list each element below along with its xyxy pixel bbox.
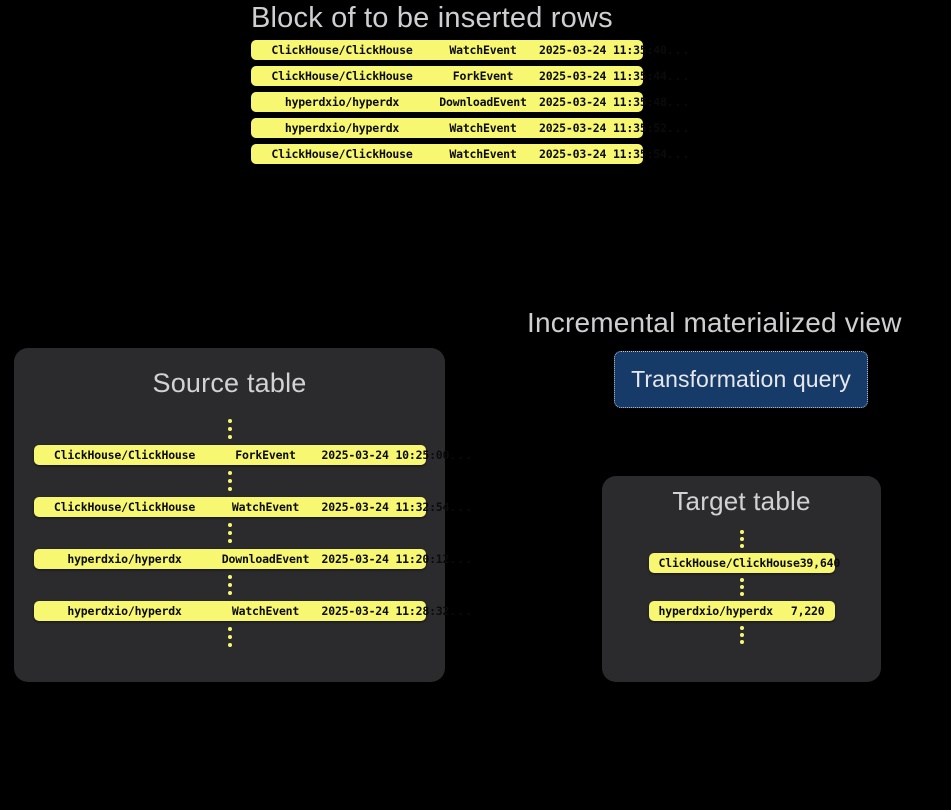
row-timestamp: 2025-03-24 11:28:32 <box>321 604 450 618</box>
transformation-query-box[interactable]: Transformation query <box>614 351 868 408</box>
table-row[interactable]: ClickHouse/ClickHouse WatchEvent 2025-03… <box>251 40 690 60</box>
row-more-ellipsis: ... <box>666 95 691 109</box>
row-repo: hyperdxio/hyperdx <box>67 552 182 566</box>
ellipsis-dots-icon <box>602 621 881 649</box>
source-table-title: Source table <box>152 368 307 398</box>
row-event: ForkEvent <box>235 448 296 462</box>
row-timestamp: 2025-03-24 11:35:44 <box>539 69 667 83</box>
table-row[interactable]: ClickHouse/ClickHouse 39,640 <box>648 553 840 573</box>
table-row[interactable]: ClickHouse/ClickHouse ForkEvent 2025-03-… <box>251 66 690 86</box>
row-repo: ClickHouse/ClickHouse <box>658 556 800 570</box>
target-table-title: Target table <box>672 486 811 516</box>
row-event: WatchEvent <box>449 147 517 161</box>
row-timestamp: 2025-03-24 11:35:52 <box>539 121 667 135</box>
row-timestamp: 2025-03-24 11:35:54 <box>539 147 667 161</box>
row-more-ellipsis: ... <box>666 43 691 57</box>
table-row[interactable]: hyperdxio/hyperdx DownloadEvent 2025-03-… <box>33 549 472 569</box>
row-more-ellipsis: ... <box>449 552 474 566</box>
transformation-query-label: Transformation query <box>631 366 851 392</box>
table-row[interactable]: hyperdxio/hyperdx WatchEvent 2025-03-24 … <box>251 118 690 138</box>
row-event: DownloadEvent <box>221 552 310 566</box>
row-repo: ClickHouse/ClickHouse <box>271 147 413 161</box>
row-event: WatchEvent <box>449 121 517 135</box>
row-more-ellipsis: ... <box>449 500 474 514</box>
row-timestamp: 2025-03-24 11:32:54 <box>321 500 450 514</box>
table-row[interactable]: ClickHouse/ClickHouse ForkEvent 2025-03-… <box>33 445 472 465</box>
ellipsis-dots-icon <box>14 465 445 497</box>
row-repo: hyperdxio/hyperdx <box>284 121 400 135</box>
row-timestamp: 2025-03-24 11:35:40 <box>539 43 667 57</box>
row-repo: ClickHouse/ClickHouse <box>53 500 196 514</box>
row-timestamp: 2025-03-24 11:35:48 <box>539 95 667 109</box>
row-more-ellipsis: ... <box>449 448 474 462</box>
materialized-view-heading: Incremental materialized view <box>527 307 902 338</box>
block-of-rows-list: ClickHouse/ClickHouse WatchEvent 2025-03… <box>251 40 690 164</box>
row-repo: ClickHouse/ClickHouse <box>53 448 196 462</box>
target-table-rows: ClickHouse/ClickHouse 39,640 hyperdxio/h… <box>602 525 881 649</box>
row-repo: hyperdxio/hyperdx <box>658 604 774 618</box>
table-row[interactable]: hyperdxio/hyperdx WatchEvent 2025-03-24 … <box>33 601 472 621</box>
row-event: DownloadEvent <box>439 95 527 109</box>
ellipsis-dots-icon <box>14 413 445 445</box>
ellipsis-dots-icon <box>602 573 881 601</box>
row-more-ellipsis: ... <box>449 604 474 618</box>
table-row[interactable]: ClickHouse/ClickHouse WatchEvent 2025-03… <box>33 497 472 517</box>
table-row[interactable]: hyperdxio/hyperdx 7,220 <box>648 601 835 621</box>
row-repo: ClickHouse/ClickHouse <box>271 69 413 83</box>
row-more-ellipsis: ... <box>666 69 691 83</box>
row-repo: ClickHouse/ClickHouse <box>271 43 413 57</box>
block-of-rows-heading: Block of to be inserted rows <box>251 2 613 34</box>
target-table-panel: Target table ClickHouse/ClickHouse 39,64… <box>602 476 881 682</box>
source-table-panel: Source table ClickHouse/ClickHouse ForkE… <box>14 348 472 682</box>
row-event: WatchEvent <box>231 500 300 514</box>
row-event: WatchEvent <box>449 43 517 57</box>
ellipsis-dots-icon <box>14 569 445 601</box>
row-count: 7,220 <box>790 604 825 618</box>
source-table-rows: ClickHouse/ClickHouse ForkEvent 2025-03-… <box>14 413 472 653</box>
row-timestamp: 2025-03-24 11:20:12 <box>321 552 450 566</box>
table-row[interactable]: ClickHouse/ClickHouse WatchEvent 2025-03… <box>251 144 690 164</box>
row-repo: hyperdxio/hyperdx <box>67 604 182 618</box>
row-repo: hyperdxio/hyperdx <box>284 95 400 109</box>
row-more-ellipsis: ... <box>666 121 691 135</box>
row-count: 39,640 <box>799 556 841 570</box>
ellipsis-dots-icon <box>14 621 445 653</box>
ellipsis-dots-icon <box>602 525 881 553</box>
row-timestamp: 2025-03-24 10:25:00 <box>321 448 450 462</box>
row-event: ForkEvent <box>452 69 514 83</box>
ellipsis-dots-icon <box>14 517 445 549</box>
row-event: WatchEvent <box>231 604 300 618</box>
row-more-ellipsis: ... <box>666 147 691 161</box>
table-row[interactable]: hyperdxio/hyperdx DownloadEvent 2025-03-… <box>251 92 690 112</box>
